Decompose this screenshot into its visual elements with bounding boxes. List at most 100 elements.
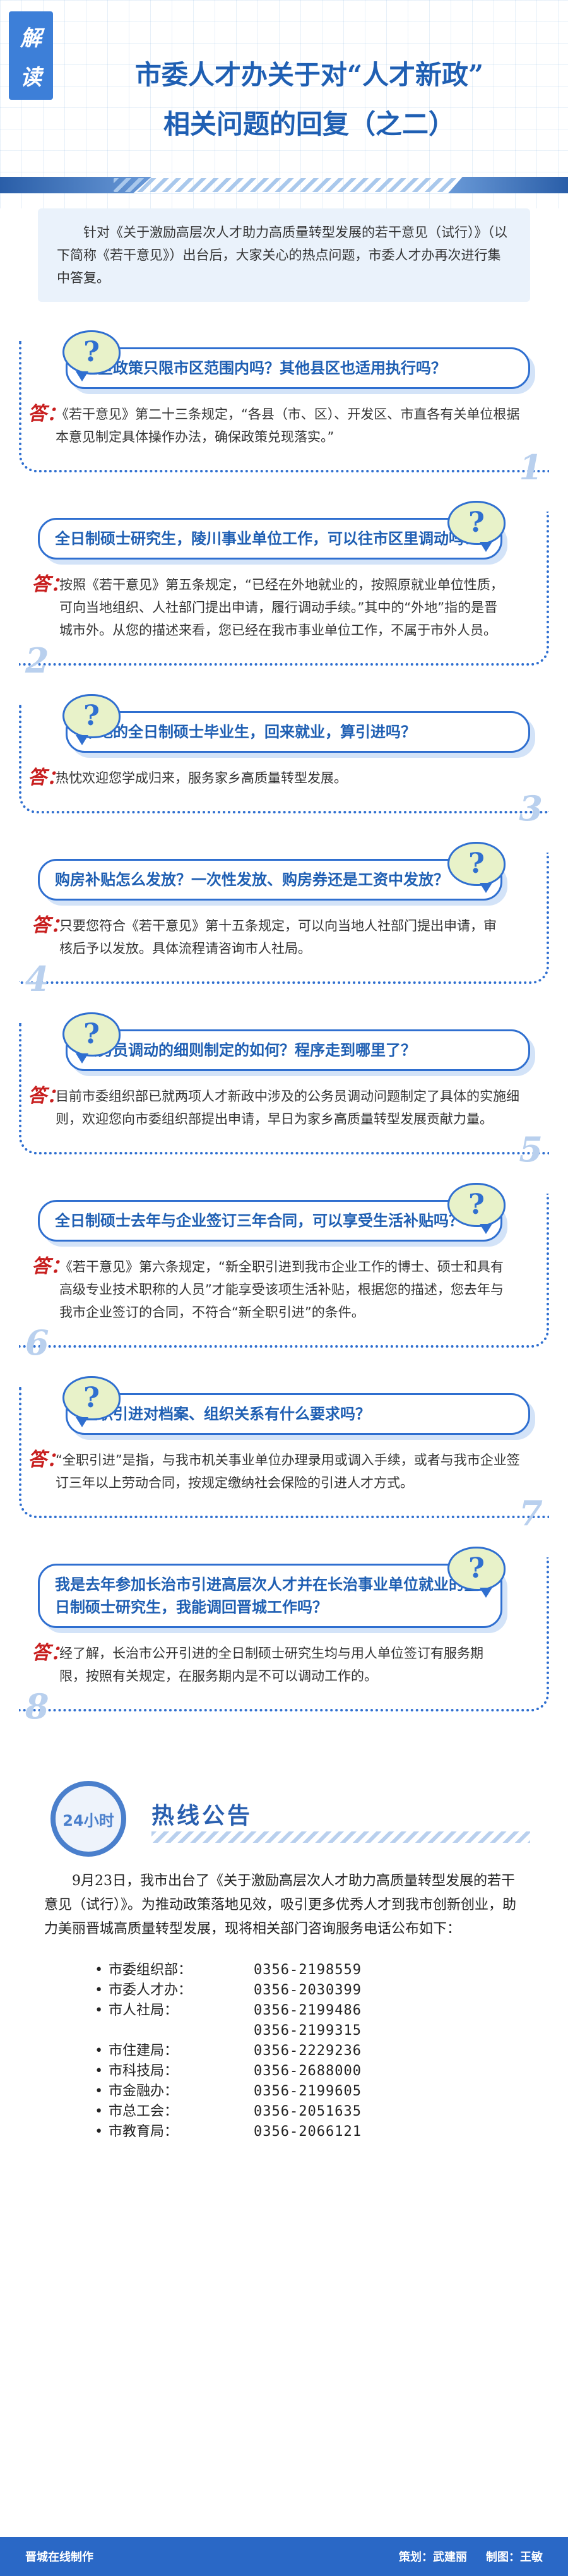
qa-number: 2 — [25, 640, 49, 681]
phone-number[interactable]: 0356-2688000 — [254, 2063, 362, 2079]
bullet-icon — [95, 2021, 109, 2041]
qa-card: ?这些政策只限市区范围内吗？其他县区也适用执行吗？ 答：《若干意见》第二十三条规定… — [19, 330, 549, 488]
answer-block: 答：目前市委组织部已就两项人才新政中涉及的公务员调动问题制定了具体的实施细则，欢… — [28, 1085, 536, 1130]
question-text: 这些政策只限市区范围内吗？其他县区也适用执行吗？ — [83, 359, 446, 377]
phone-number[interactable]: 0356-2066121 — [254, 2124, 362, 2140]
question-mark-icon: ? — [447, 1183, 506, 1234]
question-mark-icon: ? — [447, 501, 506, 552]
answer-block: 答：热忱欢迎您学成归来，服务家乡高质量转型发展。 — [28, 767, 536, 789]
intro-paragraph: 针对《关于激励高层次人才助力高质量转型发展的若干意见（试行）》（以下简称《若干意… — [38, 208, 530, 302]
phone-number[interactable]: 0356-2199486 — [254, 2003, 362, 2018]
department-name: 市教育局： — [109, 2124, 179, 2140]
answer-block: 答：经了解，长治市公开引进的全日制硕士研究生均与用人单位签订有服务期限，按照有关… — [32, 1642, 540, 1687]
bullet-icon: • — [95, 2003, 104, 2018]
qa-list: ?这些政策只限市区范围内吗？其他县区也适用执行吗？答：《若干意见》第二十三条规定… — [19, 330, 549, 1727]
badge-char-2: 读 — [20, 64, 42, 90]
question-text: 全日制硕士去年与企业签订三年合同，可以享受生活补贴吗？ — [55, 1212, 464, 1230]
answer-text: “全职引进”是指，与我市机关事业单位办理录用或调入手续，或者与我市企业签订三年以… — [56, 1453, 520, 1490]
badge-char-1: 解 — [20, 25, 42, 51]
phone-number[interactable]: 0356-2199315 — [254, 2023, 362, 2039]
answer-text: 《若干意见》第二十三条规定，“各县（市、区）、开发区、市直各有关单位根据本意见制… — [56, 407, 520, 445]
answer-block: 答：《若干意见》第六条规定，“新全职引进到我市企业工作的博士、硕士和具有高级专业… — [32, 1255, 540, 1324]
phone-row: •市委组织部：0356-2198559 — [95, 1960, 543, 1980]
department-name — [109, 2021, 254, 2041]
answer-mark: 答： — [28, 767, 66, 789]
phone-row: 0356-2199315 — [95, 2021, 543, 2041]
question-bubble: ?我是去年参加长治市引进高层次人才并在长治事业单位就业的全日制硕士研究生，我能调… — [38, 1547, 506, 1628]
answer-text: 《若干意见》第六条规定，“新全职引进到我市企业工作的博士、硕士和具有高级专业技术… — [59, 1259, 504, 1320]
bullet-icon: • — [95, 2083, 104, 2099]
answer-mark: 答： — [32, 914, 69, 937]
title-line-1: 市委人才办关于对“人才新政” — [134, 59, 484, 90]
department-name: 市金融办： — [109, 2083, 179, 2099]
qa-card: ?全日制硕士去年与企业签订三年合同，可以享受生活补贴吗？ 答：《若干意见》第六条规… — [19, 1183, 549, 1363]
phone-row: • 市科技局： 0356-2688000 — [95, 2061, 543, 2082]
question-bubble: ?全职引进对档案、组织关系有什么要求吗？ — [62, 1376, 530, 1435]
question-text: 公务员调动的细则制定的如何？程序走到哪里了？ — [83, 1041, 416, 1059]
footer: 晋城在线制作 策划：武建丽 制图：王敏 — [0, 2537, 568, 2576]
grid-background — [0, 0, 568, 208]
question-bubble: ?购房补贴怎么发放？一次性发放、购房券还是工资中发放？ — [38, 842, 506, 901]
qa-number: 7 — [519, 1493, 543, 1533]
bullet-icon: • — [95, 2124, 104, 2140]
question-bubble: ?这些政策只限市区范围内吗？其他县区也适用执行吗？ — [62, 330, 530, 389]
department-name: 市总工会： — [109, 2104, 179, 2119]
footer-planner: 策划：武建丽 — [399, 2551, 467, 2564]
question-mark-icon: ? — [447, 842, 506, 893]
qa-card: ?本地的全日制硕士毕业生，回来就业，算引进吗？ 答：热忱欢迎您学成归来，服务家乡高… — [19, 694, 549, 829]
answer-mark: 答： — [32, 573, 69, 596]
phone-list: •市委组织部：0356-2198559•市委人才办：0356-2030399•市… — [95, 1960, 543, 2142]
bullet-icon: • — [95, 2104, 104, 2119]
bullet-icon: • — [95, 1982, 104, 1998]
phone-number[interactable]: 0356-2229236 — [254, 2043, 362, 2059]
question-mark-icon: ? — [62, 1012, 121, 1063]
answer-text: 热忱欢迎您学成归来，服务家乡高质量转型发展。 — [56, 770, 347, 786]
answer-text: 只要您符合《若干意见》第十五条规定，可以向当地人社部门提出申请，审核后予以发放。… — [59, 918, 497, 956]
qa-number: 4 — [25, 959, 49, 999]
question-mark-icon: ? — [447, 1547, 506, 1598]
hotline-title: 热线公告 — [151, 1803, 253, 1829]
clock-icon: 24小时 — [50, 1781, 126, 1857]
phone-number[interactable]: 0356-2030399 — [254, 1982, 362, 1998]
answer-mark: 答： — [28, 1449, 66, 1471]
footer-designer: 制图：王敏 — [486, 2551, 543, 2564]
question-bubble: ?全日制硕士去年与企业签订三年合同，可以享受生活补贴吗？ — [38, 1183, 506, 1242]
qa-number: 3 — [519, 788, 543, 829]
hotline-header: 24小时 热线公告 — [25, 1781, 543, 1863]
question-mark-icon: ? — [62, 694, 121, 745]
phone-number[interactable]: 0356-2199605 — [254, 2083, 362, 2099]
answer-text: 目前市委组织部已就两项人才新政中涉及的公务员调动问题制定了具体的实施细则，欢迎您… — [56, 1089, 519, 1127]
header: 解 读 市委人才办关于对“人才新政” 相关问题的回复（之二） — [0, 0, 568, 208]
answer-block: 答：按照《若干意见》第五条规定，“已经在外地就业的，按照原就业单位性质，可向当地… — [32, 573, 540, 642]
qa-number: 8 — [25, 1686, 49, 1727]
bullet-icon: • — [95, 2063, 104, 2079]
qa-card: ?购房补贴怎么发放？一次性发放、购房券还是工资中发放？ 答：只要您符合《若干意见》… — [19, 842, 549, 999]
department-name: 市委组织部： — [109, 1962, 192, 1978]
phone-number[interactable]: 0356-2198559 — [254, 1962, 362, 1978]
question-bubble: ?本地的全日制硕士毕业生，回来就业，算引进吗？ — [62, 694, 530, 753]
page-title: 市委人才办关于对“人才新政” 相关问题的回复（之二） — [69, 51, 549, 149]
qa-card: ?全职引进对档案、组织关系有什么要求吗？ 答：“全职引进”是指，与我市机关事业单位… — [19, 1376, 549, 1533]
title-line-2: 相关问题的回复（之二） — [163, 109, 455, 140]
stripe-middle — [114, 178, 505, 192]
answer-mark: 答： — [28, 403, 66, 425]
question-text: 本地的全日制硕士毕业生，回来就业，算引进吗？ — [83, 723, 416, 741]
phone-number[interactable]: 0356-2051635 — [254, 2104, 362, 2119]
qa-card: ?我是去年参加长治市引进高层次人才并在长治事业单位就业的全日制硕士研究生，我能调… — [19, 1547, 549, 1727]
answer-mark: 答： — [28, 1085, 66, 1107]
qa-number: 6 — [25, 1322, 49, 1363]
footer-credits: 策划：武建丽 制图：王敏 — [399, 2548, 543, 2565]
question-text: 我是去年参加长治市引进高层次人才并在长治事业单位就业的全日制硕士研究生，我能调回… — [55, 1576, 479, 1616]
department-name: 市科技局： — [109, 2063, 179, 2079]
phone-row: •市人社局：0356-2199486 — [95, 2001, 543, 2021]
answer-mark: 答： — [32, 1255, 69, 1278]
stripe-right — [448, 177, 568, 193]
department-name: 市委人才办： — [109, 1982, 192, 1998]
answer-block: 答：只要您符合《若干意见》第十五条规定，可以向当地人社部门提出申请，审核后予以发… — [32, 914, 540, 960]
qa-number: 5 — [519, 1129, 543, 1170]
answer-block: 答：“全职引进”是指，与我市机关事业单位办理录用或调入手续，或者与我市企业签订三… — [28, 1449, 536, 1494]
phone-row: •市住建局：0356-2229236 — [95, 2041, 543, 2061]
phone-row: • 市总工会： 0356-2051635 — [95, 2102, 543, 2122]
answer-text: 按照《若干意见》第五条规定，“已经在外地就业的，按照原就业单位性质，可向当地组织… — [59, 577, 504, 638]
